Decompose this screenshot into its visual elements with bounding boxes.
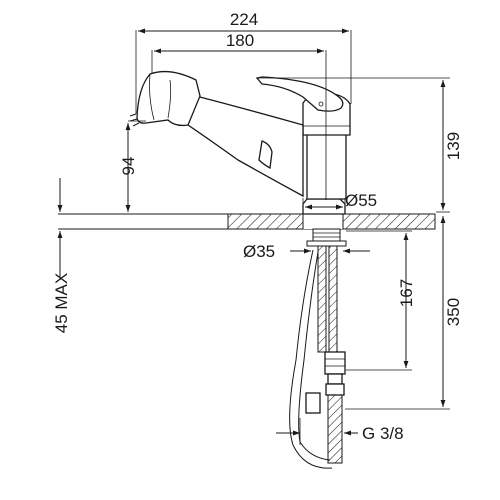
dimension-label-180: 180 [226,31,254,50]
dimension-worktop-max: 45 MAX [52,178,71,333]
dimension-label-g38: G 3/8 [362,424,404,443]
supply-hoses [289,228,347,469]
dimension-height-spout: 94 [119,120,146,212]
dimension-label-224: 224 [230,10,258,29]
dimension-label-350: 350 [444,298,463,326]
dimension-width-spout: 180 [151,31,327,200]
dimension-hose-length: 167 [346,230,416,371]
faucet-body [255,76,351,215]
dimension-overall-length: 350 [345,216,463,410]
worktop [58,213,436,230]
dimension-base-diameter: Ø55 [302,191,377,214]
dimension-height-total: 139 [256,77,463,213]
dimension-width-total: 224 [135,10,352,114]
dimension-label-d35: Ø35 [243,242,275,261]
pull-out-spout [129,70,304,198]
dimension-hole-diameter: Ø35 [243,242,370,261]
dimension-label-45-max: 45 MAX [52,273,71,333]
dimension-thread: G 3/8 [276,418,404,445]
dimension-label-94: 94 [119,157,138,176]
dimension-label-d55: Ø55 [345,191,377,210]
dimension-label-167: 167 [397,279,416,307]
dimension-label-139: 139 [444,132,463,160]
